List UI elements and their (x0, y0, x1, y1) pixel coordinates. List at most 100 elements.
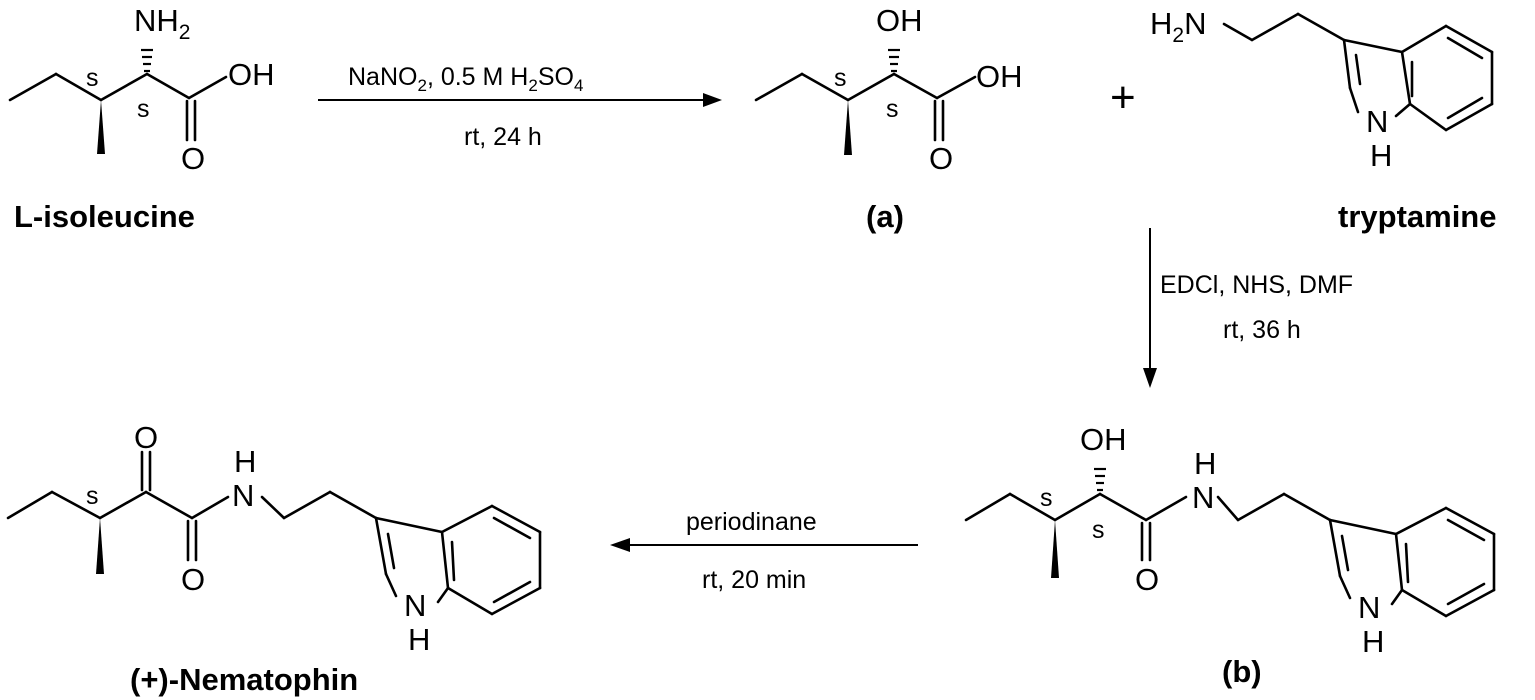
bond (754, 72, 804, 102)
carbonyl-oxygen-label: O (929, 141, 953, 176)
wedge-bond (96, 518, 104, 574)
bond (935, 75, 977, 100)
bond (144, 490, 194, 520)
wedge-bond (1051, 520, 1059, 578)
wedge-bond (844, 100, 852, 155)
bond (1250, 12, 1300, 42)
ring-bond (1444, 102, 1494, 132)
stereo-label: s (86, 482, 99, 510)
hydroxyl-label: OH (1080, 422, 1127, 457)
bond (1144, 495, 1188, 522)
bond (145, 72, 191, 100)
stereo-label: s (1092, 516, 1105, 544)
ring-bond (440, 504, 494, 534)
ring-inner-bond (1446, 582, 1486, 606)
hashed-bond (141, 48, 153, 73)
hashed-bond (1094, 467, 1106, 492)
ring-bond (1338, 574, 1352, 600)
compound-name-b: (b) (1222, 654, 1262, 689)
compound-name-a: (a) (866, 199, 904, 234)
bond (98, 490, 148, 520)
ring-bond (440, 530, 450, 590)
bond (1342, 38, 1352, 90)
ring-bond (374, 516, 388, 576)
amine-group-label: H2N (1150, 6, 1206, 47)
ring-bond (1328, 518, 1398, 536)
keto-oxygen-label: O (134, 420, 158, 455)
ring-bond (1394, 506, 1448, 536)
indole-hydrogen-label: H (1362, 624, 1384, 659)
bond (190, 495, 230, 520)
hydroxyl-label: OH (876, 3, 923, 38)
ring-bond (1390, 588, 1404, 606)
ring-inner-bond (492, 516, 532, 540)
bond (187, 75, 228, 100)
ring-inner-bond (1340, 534, 1350, 572)
indole-nitrogen-label: N (404, 588, 426, 623)
stereo-label: s (137, 95, 150, 123)
ring-inner-bond (1446, 36, 1484, 60)
ring-inner-bond (1446, 96, 1484, 120)
bond (6, 490, 54, 520)
bond (964, 492, 1012, 522)
bond (892, 72, 939, 100)
step3-reagents: periodinane (686, 508, 817, 536)
amide-oxygen-label: O (181, 562, 205, 597)
bond (1222, 22, 1254, 42)
wedge-bond (97, 100, 105, 154)
bond (99, 72, 149, 102)
ring-bond (1444, 24, 1494, 54)
bond (1282, 492, 1332, 522)
compound-name-tryptamine: tryptamine (1338, 199, 1496, 234)
ring-inner-bond (386, 532, 396, 570)
ring-bond (446, 586, 494, 616)
acid-hydroxyl-label: OH (976, 59, 1023, 94)
bond (800, 72, 850, 102)
bond (1008, 492, 1057, 522)
bond (1098, 492, 1148, 522)
compound-name-isoleucine: L-isoleucine (14, 199, 195, 234)
arrowhead (703, 93, 722, 107)
bond (1394, 102, 1412, 118)
hashed-bond (888, 48, 900, 73)
l-isoleucine-structure: NH2 OH O s s L-isoleucine (8, 3, 275, 234)
reaction-arrow-step2: EDCl, NHS, DMF rt, 36 h (1143, 228, 1353, 388)
ring-bond (1444, 506, 1496, 536)
tryptamine-structure: H2N N H tryptamine (1150, 6, 1496, 234)
stereo-label: s (86, 64, 99, 92)
stereo-label: s (886, 95, 899, 123)
amino-group-label: NH2 (134, 3, 190, 44)
indole-hydrogen-label: H (408, 622, 430, 657)
ring-bond (1444, 588, 1496, 618)
bond (1400, 50, 1412, 106)
bond (1296, 12, 1346, 42)
ring-inner-bond (1446, 518, 1486, 542)
bond (50, 490, 102, 520)
ring-bond (384, 572, 398, 598)
bond (1236, 492, 1286, 522)
compound-b-structure: OH H N O N H s s (b) (964, 422, 1496, 689)
bond (260, 495, 286, 520)
bond (1053, 492, 1102, 522)
step3-conditions: rt, 20 min (702, 566, 806, 594)
amide-hydrogen-label: H (234, 444, 256, 479)
carbonyl-oxygen-label: O (1135, 562, 1159, 597)
reaction-arrow-step3: periodinane rt, 20 min (610, 508, 918, 594)
hydroxyl-label: OH (228, 57, 275, 92)
stereo-label: s (1040, 484, 1053, 512)
compound-name-nematophin: (+)-Nematophin (130, 662, 358, 697)
stereo-label: s (834, 64, 847, 92)
ring-bond (1394, 532, 1404, 592)
bond (1216, 495, 1240, 522)
arrowhead (1143, 368, 1157, 388)
indole-nitrogen-label: N (1358, 590, 1380, 625)
arrowhead (610, 538, 630, 552)
plus-sign: + (1110, 73, 1136, 122)
indole-nitrogen-label: N (1366, 104, 1388, 139)
amide-nitrogen-label: N (1192, 480, 1214, 515)
ring-inner-bond (1404, 542, 1410, 584)
ring-bond (490, 586, 542, 616)
bond (8, 72, 58, 102)
compound-a-structure: OH OH O s s (a) (754, 3, 1023, 234)
